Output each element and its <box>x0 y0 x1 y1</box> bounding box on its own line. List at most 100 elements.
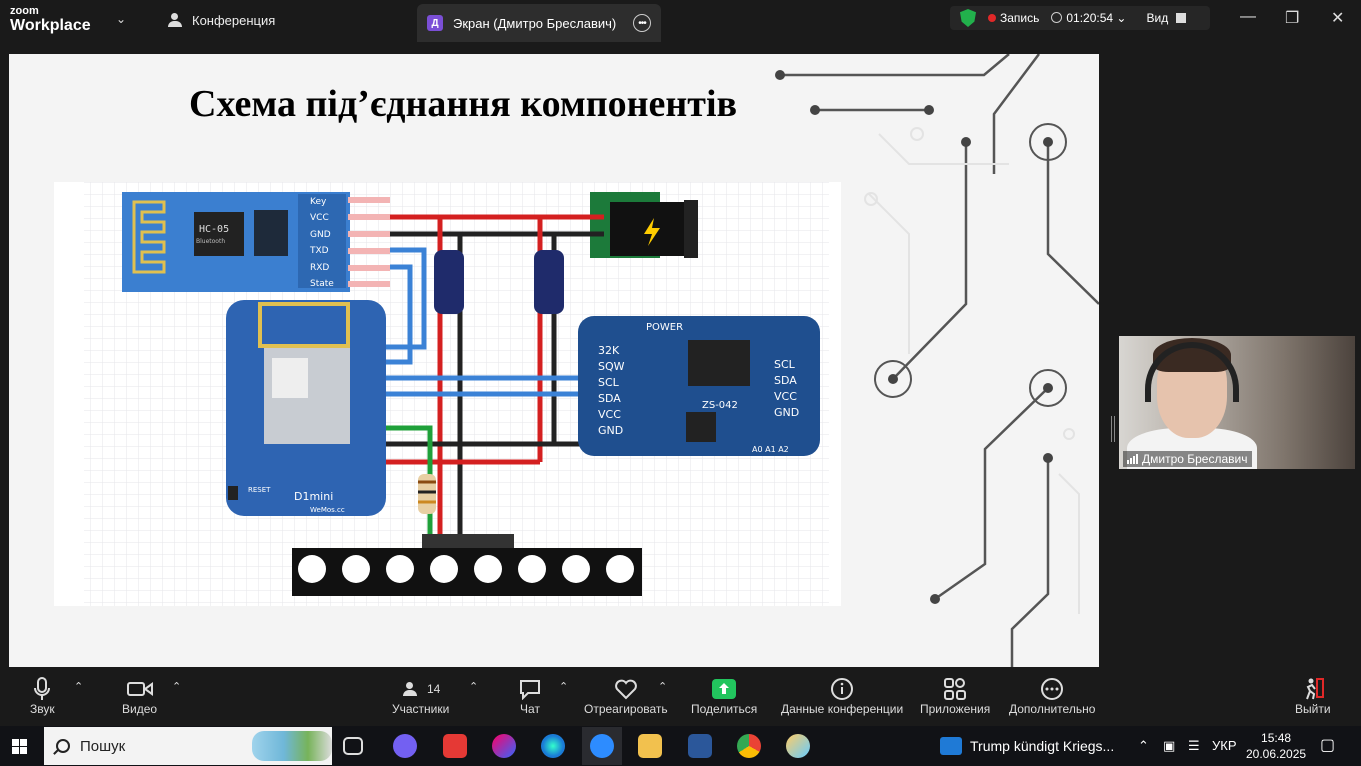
bt-pin-vcc: VCC <box>310 213 329 223</box>
hc05-sublabel: Bluetooth <box>196 238 225 245</box>
bt-pin-state: State <box>310 279 334 289</box>
close-icon[interactable]: ✕ <box>1331 10 1345 27</box>
participants-options-caret[interactable]: ⌃ <box>469 681 479 693</box>
more-options-icon[interactable]: ••• <box>633 14 651 32</box>
heart-icon <box>614 676 638 702</box>
more-dots-icon <box>1040 676 1064 702</box>
paint3d-icon[interactable] <box>786 734 810 758</box>
bt-pin-gnd: GND <box>310 230 331 240</box>
search-placeholder: Пошук <box>80 737 126 755</box>
share-label: Поделиться <box>691 702 758 716</box>
shared-slide: Схема під’єднання компонентів HC-05 Blue… <box>9 54 1099 667</box>
chat-bubble-icon <box>518 676 542 702</box>
chat-label: Чат <box>520 702 540 716</box>
clock-icon <box>1051 12 1063 23</box>
rtc-power-label: POWER <box>646 322 683 333</box>
word-icon[interactable] <box>688 734 712 758</box>
tray-overflow-chevron-icon[interactable]: ⌃ <box>1138 738 1149 753</box>
notification-icon[interactable]: ▢ <box>1320 737 1336 754</box>
tab-conference[interactable]: Конференция <box>166 12 275 28</box>
news-widget[interactable]: Trump kündigt Kriegs... <box>940 737 1114 755</box>
d1mini-label: D1mini <box>294 490 333 503</box>
rtc-left-pin-sda: SDA <box>598 392 621 405</box>
edge-browser-icon[interactable] <box>541 734 565 758</box>
presenter-avatar: Д <box>427 15 443 31</box>
search-highlight-art <box>252 731 332 761</box>
zoom-app-icon[interactable] <box>590 734 614 758</box>
participant-video[interactable]: Дмитро Бреславич <box>1119 336 1355 469</box>
bt-pin-rxd: RXD <box>310 263 329 273</box>
chat-button[interactable]: Чат <box>518 676 542 716</box>
participants-button[interactable]: 14 Участники <box>392 676 449 716</box>
participant-name: Дмитро Бреславич <box>1142 452 1248 466</box>
rtc-left-pin-32k: 32K <box>598 344 620 357</box>
video-button[interactable]: Видео <box>122 676 157 716</box>
bt-pin-key: Key <box>310 197 327 207</box>
apps-label: Приложения <box>920 702 991 716</box>
meeting-timer[interactable]: 01:20:54 ⌄ <box>1051 11 1126 25</box>
rtc-right-pin-sda: SDA <box>774 374 797 387</box>
chrome-icon[interactable] <box>737 734 761 758</box>
meeting-info-label: Данные конференции <box>781 702 904 716</box>
participants-label: Участники <box>392 702 450 716</box>
rtc-chip-label: ZS-042 <box>702 400 738 411</box>
leave-icon <box>1301 676 1325 702</box>
paint-app-icon[interactable] <box>492 734 516 758</box>
rtc-addr-label: A0 A1 A2 <box>752 445 789 454</box>
react-options-caret[interactable]: ⌃ <box>658 681 668 693</box>
apps-icon <box>943 676 967 702</box>
elapsed-time: 01:20:54 <box>1066 11 1114 25</box>
participants-icon <box>401 681 419 697</box>
chevron-down-icon[interactable]: ⌄ <box>116 12 127 26</box>
brand-label: WeMos.cc <box>310 506 345 514</box>
rtc-right-pin-gnd: GND <box>774 406 799 419</box>
rtc-module: POWER ZS-042 A0 A1 A2 32K SQW SCL SDA VC… <box>578 316 820 456</box>
video-options-caret[interactable]: ⌃ <box>172 681 182 693</box>
meeting-info-button[interactable]: Данные конференции <box>781 676 903 716</box>
logo-line1: zoom <box>10 5 39 17</box>
recording-indicator[interactable]: Запись <box>988 11 1039 25</box>
rtc-left-pin-gnd: GND <box>598 424 623 437</box>
hc05-label: HC-05 <box>199 224 229 235</box>
react-button[interactable]: Отреагировать <box>584 676 668 716</box>
audio-button[interactable]: Звук <box>30 676 55 716</box>
viber-icon[interactable] <box>393 734 417 758</box>
people-icon <box>166 12 184 28</box>
audio-options-caret[interactable]: ⌃ <box>74 681 84 693</box>
rtc-right-pin-vcc: VCC <box>774 390 797 403</box>
wifi-icon[interactable]: ☰ <box>1188 738 1200 753</box>
tab-screen-share[interactable]: Д Экран (Дмитро Бреславич) ••• <box>417 4 661 42</box>
bt-pin-txd: TXD <box>309 246 329 256</box>
more-button[interactable]: Дополнительно <box>1009 676 1095 716</box>
slide-title: Схема під’єднання компонентів <box>189 83 738 125</box>
taskbar-search[interactable]: Пошук <box>44 727 332 765</box>
chat-options-caret[interactable]: ⌃ <box>559 681 569 693</box>
language-indicator[interactable]: УКР <box>1212 738 1237 753</box>
minimize-icon[interactable]: — <box>1240 8 1256 25</box>
apps-button[interactable]: Приложения <box>920 676 990 716</box>
record-dot-icon <box>988 14 996 22</box>
meet-now-icon[interactable]: ▣ <box>1163 738 1176 753</box>
leave-button[interactable]: Выйти <box>1295 676 1331 716</box>
rtc-left-pin-scl: SCL <box>598 376 620 389</box>
camera-icon <box>126 676 153 702</box>
view-label: Вид <box>1146 11 1169 25</box>
wiring-diagram-svg: HC-05 Bluetooth Key VCC GND TXD RXD Stat… <box>84 182 829 606</box>
security-shield-icon[interactable] <box>960 9 976 27</box>
wps-office-icon[interactable] <box>443 734 467 758</box>
panel-splitter[interactable] <box>1111 416 1115 442</box>
windows-start-icon[interactable] <box>12 739 27 754</box>
restore-icon[interactable]: ❐ <box>1285 10 1300 27</box>
task-view-icon[interactable] <box>343 737 363 755</box>
file-explorer-icon[interactable] <box>638 734 662 758</box>
headset <box>1145 342 1239 402</box>
view-button[interactable]: Вид <box>1146 11 1186 25</box>
led-strip <box>292 534 642 596</box>
taskbar-clock[interactable]: 15:48 20.06.2025 <box>1246 730 1306 762</box>
top-bar: zoom Workplace ⌄ Конференция Д Экран (Дм… <box>0 0 1361 42</box>
news-headline: Trump kündigt Kriegs... <box>970 738 1115 754</box>
logo-line2: Workplace <box>10 17 91 34</box>
signal-bars-icon <box>1127 454 1138 464</box>
share-button[interactable]: Поделиться <box>691 676 757 716</box>
video-label: Видео <box>122 702 158 716</box>
